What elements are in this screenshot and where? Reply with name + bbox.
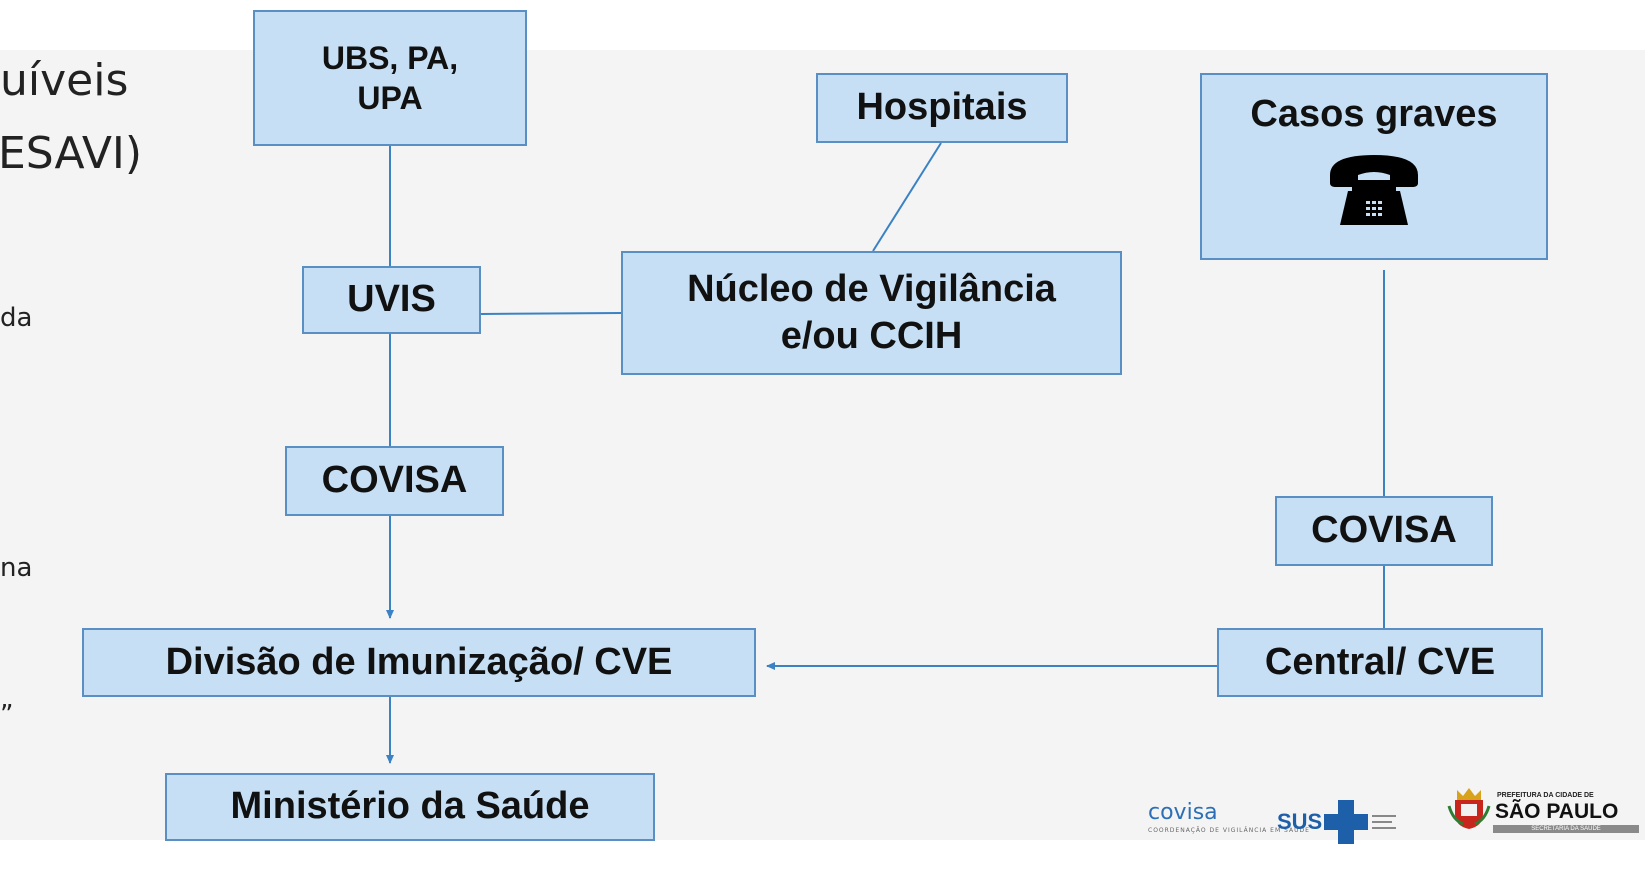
connector-uvis-nucleo [480,312,622,315]
node-nucleo-vigilancia: Núcleo de Vigilância e/ou CCIH [621,251,1122,375]
node-ubs-pa-upa: UBS, PA, UPA [253,10,527,146]
sao-paulo-logo-prefix: PREFEITURA DA CIDADE DE [1497,792,1594,799]
node-uvis-label: UVIS [347,278,436,321]
background-text-fragment-1: da [0,303,33,333]
node-covisa-right-label: COVISA [1311,509,1457,552]
sao-paulo-logo-city: SÃO PAULO [1495,800,1619,823]
telephone-icon [1330,154,1418,225]
node-central-cve-label: Central/ CVE [1264,640,1496,683]
sus-logo: SUS [1277,798,1400,846]
node-nucleo-vigilancia-label: Núcleo de Vigilância e/ou CCIH [687,267,1056,358]
node-hospitais-label: Hospitais [856,86,1028,129]
sao-paulo-logo-subtitle: SECRETARIA DA SAÚDE [1493,825,1639,833]
node-covisa-left-label: COVISA [321,459,468,502]
connector-hospitais-nucleo [872,142,942,252]
node-uvis: UVIS [302,266,481,334]
node-hospitais: Hospitais [816,73,1068,143]
node-ministerio-saude-label: Ministério da Saúde [230,785,590,828]
covisa-logo-text: covisa [1148,800,1218,825]
node-ubs-pa-upa-label: UBS, PA, UPA [321,40,459,116]
sus-logo-text: SUS [1277,809,1323,834]
node-ministerio-saude: Ministério da Saúde [165,773,655,841]
node-divisao-imunizacao: Divisão de Imunização/ CVE [82,628,756,697]
background-text-line-1: uíveis [0,55,129,106]
node-covisa-right: COVISA [1275,496,1493,566]
sus-lines-decoration [1372,815,1397,829]
background-text-fragment-2: na [0,553,33,583]
node-divisao-imunizacao-label: Divisão de Imunização/ CVE [165,640,673,683]
node-casos-graves-label: Casos graves [1250,93,1498,135]
node-central-cve: Central/ CVE [1217,628,1543,697]
sao-paulo-logo: PREFEITURA DA CIDADE DE SÃO PAULO SECRET… [1447,786,1641,833]
background-text-line-2: ESAVI) [0,128,143,179]
covisa-logo: covisa COORDENAÇÃO DE VIGILÂNCIA EM SAÚD… [1148,800,1310,834]
background-text-fragment-3: ” [0,700,14,730]
node-covisa-left: COVISA [285,446,504,516]
sao-paulo-crest-icon [1447,788,1491,829]
sus-cross-icon [1324,800,1369,844]
node-casos-graves: Casos graves [1200,73,1548,260]
covisa-logo-subtitle: COORDENAÇÃO DE VIGILÂNCIA EM SAÚDE [1148,827,1310,834]
